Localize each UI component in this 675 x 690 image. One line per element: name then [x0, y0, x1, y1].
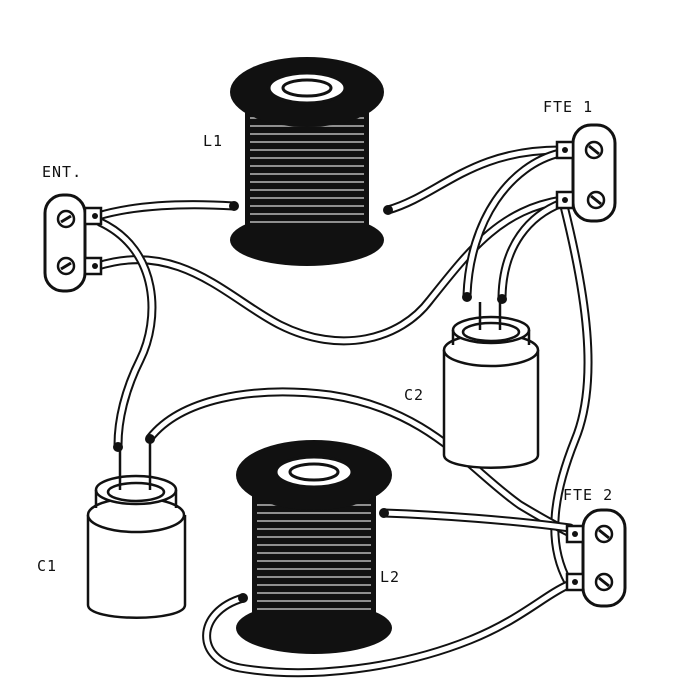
wire-l1-to-fte1	[383, 145, 565, 215]
wire-fte1-to-fte2	[550, 201, 593, 587]
capacitor-c2	[442, 302, 540, 469]
wire-fte1-to-c2-right	[497, 198, 567, 302]
screw-icon	[594, 572, 614, 592]
terminal-block-fte2	[565, 508, 627, 608]
label-fte1: FTE 1	[543, 98, 594, 116]
wire-ent-to-c1	[95, 217, 157, 450]
screw-icon	[56, 256, 76, 276]
coil-l1	[230, 57, 384, 266]
label-l2: L2	[380, 568, 401, 586]
wire-fte1-to-c2-left	[462, 148, 565, 300]
terminal-block-fte1	[555, 123, 617, 223]
label-c2: C2	[404, 386, 425, 404]
screw-icon	[586, 190, 606, 210]
terminal-block-ent	[43, 193, 103, 293]
screw-icon	[584, 140, 604, 160]
wire-c1-to-fte2	[145, 387, 577, 539]
screw-icon	[56, 209, 76, 229]
label-l1: L1	[203, 132, 224, 150]
capacitor-c1	[86, 442, 187, 619]
label-fte2: FTE 2	[563, 486, 614, 504]
wire-ent-to-l1	[93, 200, 239, 221]
label-ent: ENT.	[42, 163, 83, 181]
solder-joints	[113, 201, 507, 603]
wire-l2-loop-to-fte2	[202, 580, 573, 678]
coil-l2	[236, 440, 392, 654]
wire-ent-to-fte1-return	[93, 195, 567, 346]
wire-l2-to-fte2	[379, 508, 575, 533]
screw-icon	[594, 524, 614, 544]
label-c1: C1	[37, 557, 58, 575]
